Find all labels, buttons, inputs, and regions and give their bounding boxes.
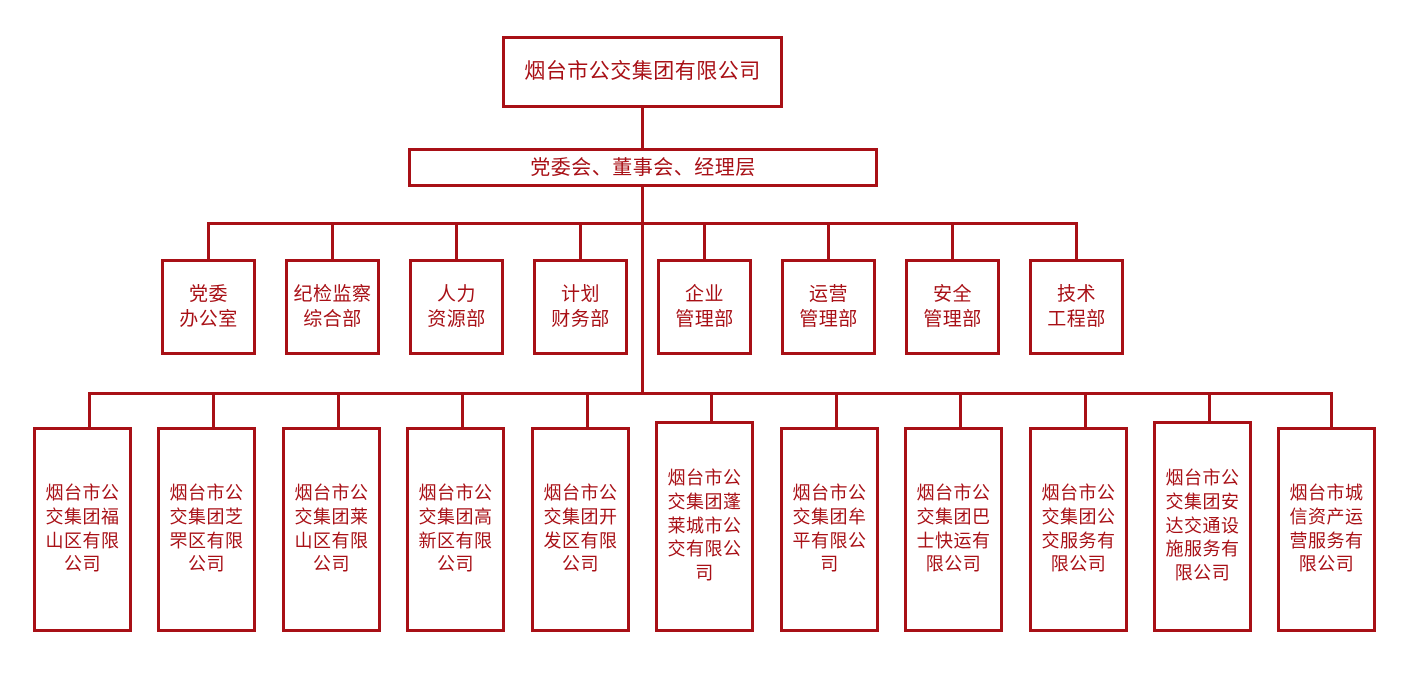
connector-department-drop — [207, 222, 210, 259]
node-root-company[interactable]: 烟台市公交集团有限公司 — [502, 36, 783, 108]
connector-department-drop — [827, 222, 830, 259]
node-subsidiary-kaifaqu[interactable]: 烟台市公交集团开发区有限公司 — [531, 427, 630, 632]
connector-subsidiary-drop — [337, 392, 340, 427]
node-subsidiary-fushan[interactable]: 烟台市公交集团福山区有限公司 — [33, 427, 132, 632]
node-department-label: 计划财务部 — [551, 282, 610, 330]
node-department-label: 安全管理部 — [923, 282, 982, 330]
node-department-discipline-inspection[interactable]: 纪检监察综合部 — [285, 259, 380, 355]
node-department-operations-management[interactable]: 运营管理部 — [781, 259, 876, 355]
node-department-party-office[interactable]: 党委办公室 — [161, 259, 256, 355]
node-subsidiary-gaoxin[interactable]: 烟台市公交集团高新区有限公司 — [406, 427, 505, 632]
connector-department-drop — [455, 222, 458, 259]
node-governance[interactable]: 党委会、董事会、经理层 — [408, 148, 878, 187]
node-subsidiary-label: 烟台市公交集团开发区有限公司 — [543, 483, 618, 576]
node-subsidiary-label: 烟台市公交集团高新区有限公司 — [418, 483, 493, 576]
node-subsidiary-anda[interactable]: 烟台市公交集团安达交通设施服务有限公司 — [1153, 421, 1252, 632]
node-department-label: 企业管理部 — [675, 282, 734, 330]
node-department-technical-engineering[interactable]: 技术工程部 — [1029, 259, 1124, 355]
node-subsidiary-gongjiao-fuwu[interactable]: 烟台市公交集团公交服务有限公司 — [1029, 427, 1128, 632]
node-subsidiary-label: 烟台市公交集团芝罘区有限公司 — [169, 483, 244, 576]
node-governance-label: 党委会、董事会、经理层 — [530, 155, 756, 180]
connector-subsidiary-drop — [1330, 392, 1333, 427]
node-subsidiary-zhifu[interactable]: 烟台市公交集团芝罘区有限公司 — [157, 427, 256, 632]
node-subsidiary-penglai[interactable]: 烟台市公交集团蓬莱城市公交有限公司 — [655, 421, 754, 632]
connector-root-to-governance — [641, 108, 644, 149]
node-subsidiary-label: 烟台市城信资产运营服务有限公司 — [1289, 483, 1364, 576]
node-subsidiary-label: 烟台市公交集团巴士快运有限公司 — [916, 483, 991, 576]
connector-department-drop — [579, 222, 582, 259]
connector-subsidiary-drop — [586, 392, 589, 427]
connector-subsidiary-drop — [212, 392, 215, 427]
node-department-safety-management[interactable]: 安全管理部 — [905, 259, 1000, 355]
node-subsidiary-bashi-kuaiyun[interactable]: 烟台市公交集团巴士快运有限公司 — [904, 427, 1003, 632]
connector-subsidiary-drop — [710, 392, 713, 421]
connector-subsidiary-drop — [88, 392, 91, 427]
connector-department-drop — [331, 222, 334, 259]
node-subsidiary-label: 烟台市公交集团福山区有限公司 — [45, 483, 120, 576]
node-subsidiary-label: 烟台市公交集团蓬莱城市公交有限公司 — [667, 468, 742, 585]
node-department-label: 运营管理部 — [799, 282, 858, 330]
node-department-label: 技术工程部 — [1047, 282, 1106, 330]
connector-department-drop — [1075, 222, 1078, 259]
node-department-enterprise-management[interactable]: 企业管理部 — [657, 259, 752, 355]
connector-main-trunk — [641, 186, 644, 393]
connector-subsidiary-drop — [835, 392, 838, 427]
node-department-label: 纪检监察综合部 — [293, 282, 372, 330]
connector-subsidiary-drop — [461, 392, 464, 427]
connector-subsidiary-drop — [1208, 392, 1211, 421]
node-subsidiary-label: 烟台市公交集团牟平有限公司 — [792, 483, 867, 576]
node-subsidiary-label: 烟台市公交集团莱山区有限公司 — [294, 483, 369, 576]
node-department-planning-finance[interactable]: 计划财务部 — [533, 259, 628, 355]
node-subsidiary-laishan[interactable]: 烟台市公交集团莱山区有限公司 — [282, 427, 381, 632]
node-department-label: 人力资源部 — [427, 282, 486, 330]
connector-department-drop — [703, 222, 706, 259]
connector-subsidiary-drop — [959, 392, 962, 427]
node-subsidiary-label: 烟台市公交集团公交服务有限公司 — [1041, 483, 1116, 576]
connector-department-drop — [951, 222, 954, 259]
connector-subsidiary-bus — [88, 392, 1331, 395]
node-subsidiary-chengxin[interactable]: 烟台市城信资产运营服务有限公司 — [1277, 427, 1376, 632]
node-root-company-label: 烟台市公交集团有限公司 — [524, 59, 761, 84]
node-department-human-resources[interactable]: 人力资源部 — [409, 259, 504, 355]
node-subsidiary-label: 烟台市公交集团安达交通设施服务有限公司 — [1165, 468, 1240, 585]
connector-subsidiary-drop — [1084, 392, 1087, 427]
node-department-label: 党委办公室 — [179, 282, 238, 330]
node-subsidiary-muping[interactable]: 烟台市公交集团牟平有限公司 — [780, 427, 879, 632]
